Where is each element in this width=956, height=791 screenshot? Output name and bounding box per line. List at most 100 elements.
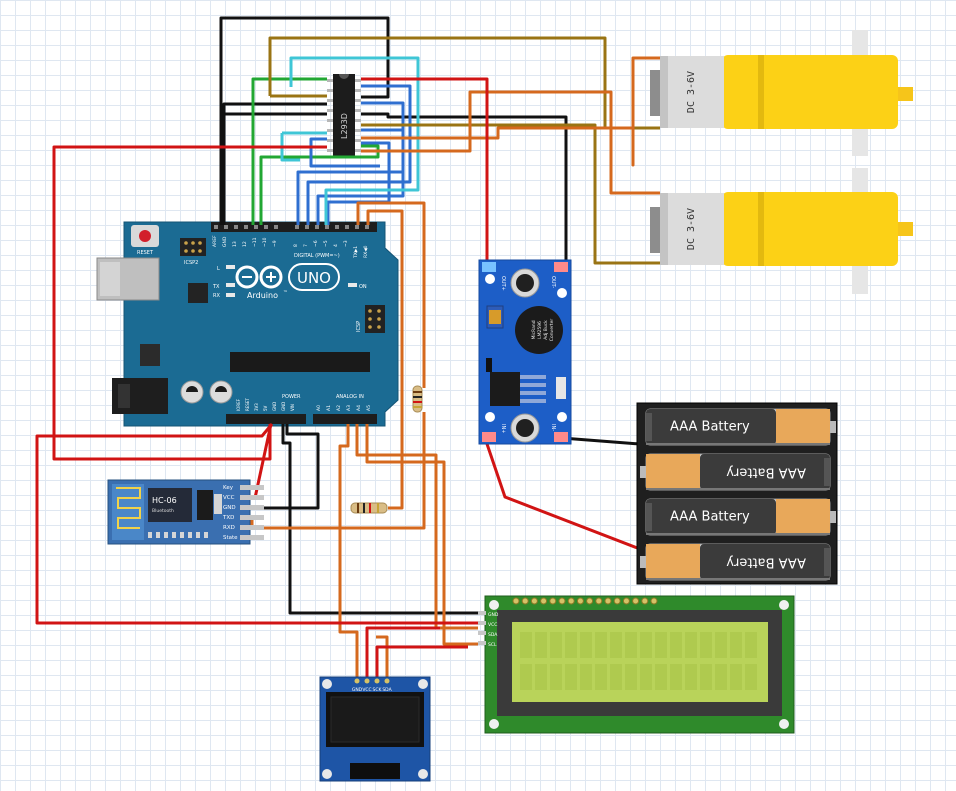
led-rx-label: RX [213,293,220,299]
bluetooth-pin-label: RXD [223,525,235,531]
battery-label: AAA Battery [726,465,806,480]
l293d-label: L293D [340,113,349,139]
pin-aref-label: AREF [212,235,218,247]
power-pin-label: GND [272,402,277,411]
wire-blue-3 [316,128,405,225]
battery-label: AAA Battery [726,555,806,570]
digital-pin-label: 13 [232,241,238,247]
wire-black-2 [222,102,327,225]
buck-chip-line-3: Converter [549,319,555,342]
digital-pin-label: 7 [303,244,309,247]
digital-pin-label: ~6 [313,240,319,247]
aaa-battery-cell: AAA Battery [645,498,836,536]
analog-pin-label: A4 [356,405,362,411]
bluetooth-pin-label: TXD [222,515,234,521]
analog-pin-label: A3 [346,405,352,411]
bluetooth-pin-label: GND [223,505,236,511]
wire-olive-3 [361,123,660,265]
dc-motor-top: DC 3-6V [650,30,913,156]
digital-pin-label: 4 [333,244,339,247]
pin-tx-label: TX▶1 [353,246,359,259]
bluetooth-sub-label: Bluetooth [152,508,174,514]
wire-orange-5 [250,412,426,530]
lcd-pin-label: VCC [488,622,497,628]
wire-orange-7 [365,424,478,646]
wire-red-4 [35,423,478,625]
wire-orange-4 [366,209,404,510]
analog-pin-label: A0 [316,405,322,411]
wire-black-4 [361,112,568,266]
motor-top-label: DC 3-6V [686,71,697,113]
pin-rx-label: RX◀0 [363,245,369,258]
reset-label: RESET [137,250,154,256]
wire-orange-6 [355,424,478,630]
pin-gnd-label: GND [222,236,228,247]
bluetooth-model-label: HC-06 [152,496,177,505]
wire-orange-1 [361,90,660,195]
analog-header-label: ANALOG IN [336,394,364,400]
battery-label: AAA Battery [670,420,750,435]
digital-pin-label: 12 [242,241,248,247]
wire-blue-2 [306,84,412,225]
wire-green-2 [259,144,380,225]
wire-red-2 [52,145,327,461]
resistor-vertical [412,385,423,413]
wire-blue-5 [309,137,380,168]
led-l-label: L [217,266,220,272]
buck-chip-line-2: Adj Buck [543,320,549,340]
power-pin-label: GND [281,402,286,411]
arduino-logo-icon [235,265,283,289]
led-on-label: ON [359,284,367,290]
aaa-battery-cell: AAA Battery [640,453,831,491]
wire-red-5 [484,440,641,551]
resistor-horizontal [350,502,388,514]
digital-pin-label: ~5 [323,240,329,247]
power-pin-label: 3V3 [254,403,259,411]
oled-pin-label: GND [352,687,363,693]
oled-pin-label: SDA [382,687,392,693]
wire-cyan-3 [280,133,300,162]
board-brand-label: Arduino [247,291,278,300]
wire-red-6 [365,626,440,680]
analog-pin-label: A2 [336,405,342,411]
analog-pin-label: A1 [326,405,332,411]
buck-converter: OUT+ OUT- MicRand LM2596 Adj Buck Conver… [478,259,572,445]
digital-pin-label: ~10 [262,237,268,247]
wire-black-6 [252,424,320,510]
led-tx-label: TX [212,284,220,290]
l293d-chip: L293D [327,74,361,156]
oled-pin-label: SCK [373,687,383,693]
wire-green-1 [251,77,327,225]
digital-header-label: DIGITAL (PWM=~) [294,253,340,259]
buck-out-minus-label: OUT- [550,276,556,288]
buck-chip-line-1: LM2596 [537,321,543,339]
wire-olive-1 [268,36,660,130]
wire-red-1 [361,77,489,266]
aaa-battery-cell: AAA Battery [640,543,831,581]
wire-orange-9 [376,635,389,680]
power-pin-label: IOREF [236,398,241,411]
digital-pin-label: ~11 [252,237,258,247]
analog-pin-labels: A0 A1 A2 A3 A4 A5 [316,405,372,411]
wire-orange-2 [361,56,660,167]
dc-motor-bottom: DC 3-6V [650,168,913,294]
motor-bottom-label: DC 3-6V [686,208,697,250]
buck-in-plus-label: IN+ [500,424,506,433]
board-model-label: UNO [297,269,331,287]
wire-black-5 [281,424,478,615]
reset-button[interactable] [139,230,151,242]
digital-pin-label: ~3 [343,240,349,247]
trademark-label: ™ [283,290,288,296]
wire-orange-3 [356,201,426,388]
power-header-label: POWER [282,394,301,400]
power-pin-label: VIN [290,404,295,411]
battery-label: AAA Battery [670,510,750,525]
analog-pin-label: A5 [366,405,372,411]
lcd-pin-label: GND [488,612,499,618]
